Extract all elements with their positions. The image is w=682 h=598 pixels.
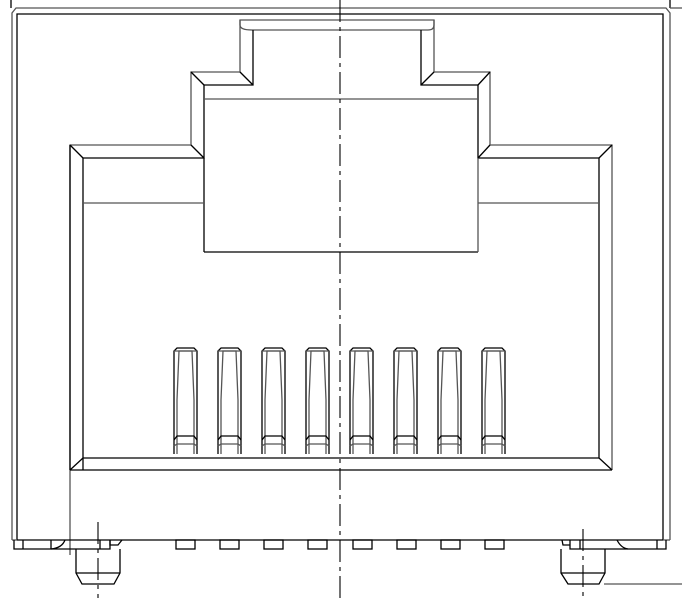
bottom-tab-2	[219, 539, 240, 550]
bottom-tab-5	[352, 539, 373, 550]
contact-pins	[173, 347, 506, 454]
bottom-tab-1	[175, 539, 196, 550]
bottom-tab-3	[263, 539, 284, 550]
bottom-tab-4	[307, 539, 328, 550]
plug-opening	[69, 19, 613, 555]
housing-outline	[10, 0, 682, 540]
contact-pin-7	[437, 347, 462, 454]
bottom-tab-8	[484, 539, 505, 550]
bottom-tab-7	[440, 539, 461, 550]
bottom-tabs	[175, 539, 505, 550]
contact-pin-8	[481, 347, 506, 454]
contact-pin-6	[393, 347, 418, 454]
centerlines	[97, 0, 584, 598]
right-mounting-post	[560, 549, 682, 585]
contact-pin-3	[261, 347, 286, 454]
contact-pin-5	[349, 347, 374, 454]
bottom-tab-6	[396, 539, 417, 550]
contact-pin-1	[173, 347, 198, 454]
housing-bottom	[12, 539, 670, 550]
contact-pin-2	[217, 347, 242, 454]
contact-pin-4	[305, 347, 330, 454]
